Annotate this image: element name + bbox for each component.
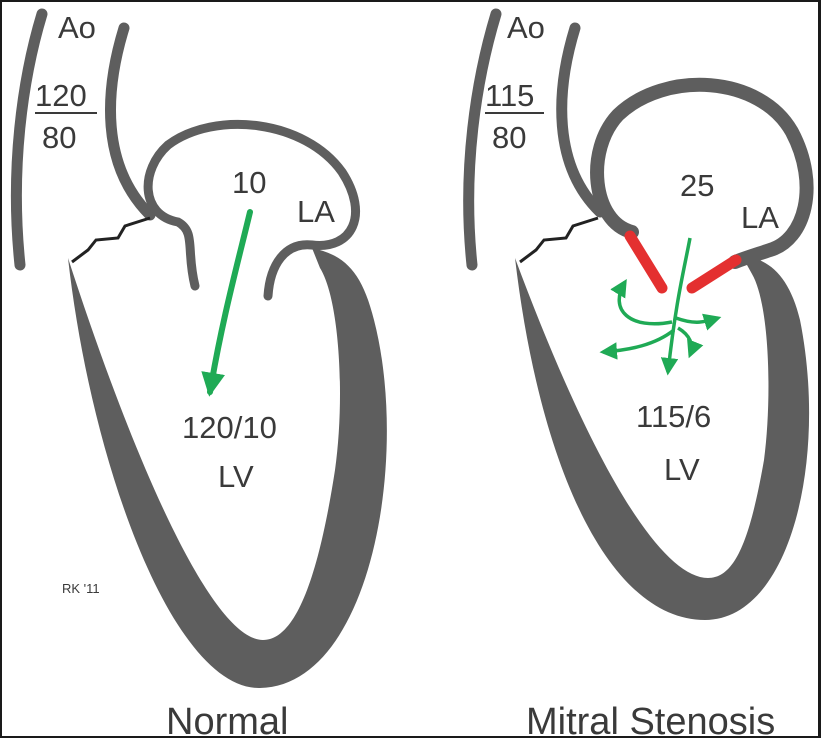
stenosis-turbulent-flow bbox=[603, 238, 718, 372]
normal-ao-systolic: 120 bbox=[35, 78, 87, 113]
stenosis-heart: Ao 115 80 25 LA 115/6 LV Mitral Stenosis bbox=[469, 10, 809, 738]
stenosis-left-ventricle-wall bbox=[515, 256, 809, 620]
normal-aorta-wall-outer bbox=[16, 14, 42, 265]
normal-ao-label: Ao bbox=[58, 10, 96, 45]
stenosis-lv-label: LV bbox=[664, 452, 700, 487]
normal-aortic-valve bbox=[72, 218, 150, 262]
stenosis-la-pressure: 25 bbox=[680, 168, 714, 203]
stenosis-la-label: LA bbox=[741, 200, 779, 235]
stenosis-ao-diastolic: 80 bbox=[492, 120, 526, 155]
stenosis-caption: Mitral Stenosis bbox=[526, 701, 775, 738]
stenosis-aortic-valve bbox=[520, 218, 598, 262]
normal-lv-label: LV bbox=[218, 459, 254, 494]
stenosis-ao-systolic: 115 bbox=[485, 78, 534, 113]
stenosis-ao-label: Ao bbox=[507, 10, 545, 45]
normal-lv-pressure: 120/10 bbox=[182, 410, 277, 445]
normal-la-pressure: 10 bbox=[232, 165, 266, 200]
normal-caption: Normal bbox=[166, 701, 288, 738]
normal-mitral-flow-arrow bbox=[210, 212, 250, 392]
stenosis-flow-branch-lower-right bbox=[678, 328, 692, 355]
stenosis-flow-jet bbox=[668, 238, 690, 372]
stenosis-mitral-leaflet-left bbox=[630, 236, 662, 288]
normal-ao-diastolic: 80 bbox=[42, 120, 76, 155]
normal-heart: Ao 120 80 10 LA 120/10 LV Normal bbox=[16, 10, 386, 738]
stenosis-flow-branch-lower-left bbox=[603, 330, 674, 352]
stenosis-flow-branch-right bbox=[676, 318, 718, 322]
stenosis-lv-pressure: 115/6 bbox=[636, 399, 711, 434]
stenosis-mitral-leaflet-right bbox=[692, 260, 736, 288]
normal-la-label: LA bbox=[297, 194, 335, 229]
artist-signature: RK '11 bbox=[62, 581, 100, 596]
